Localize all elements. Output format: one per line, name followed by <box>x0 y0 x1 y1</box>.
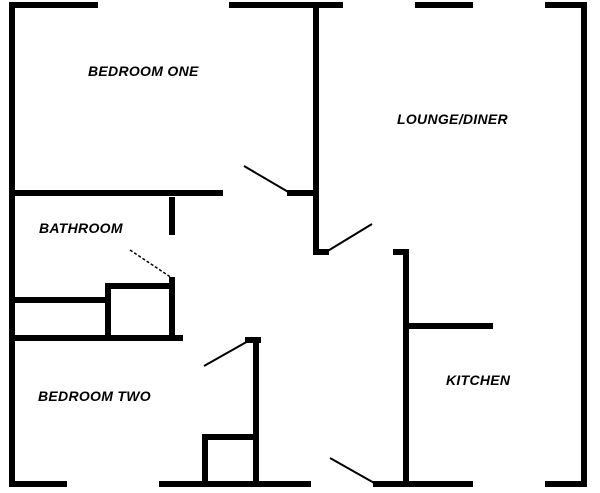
room-label-lounge-diner: LOUNGE/DINER <box>397 111 509 127</box>
bedroom-one-door <box>243 165 291 194</box>
bedroom-two-wardrobe <box>202 434 259 487</box>
lounge-door <box>325 223 373 253</box>
interior-walls <box>9 2 493 487</box>
room-label-bedroom-two: BEDROOM TWO <box>38 388 151 404</box>
kitchen-door <box>329 457 377 485</box>
room-label-kitchen: KITCHEN <box>446 372 511 388</box>
bathroom-cupboard <box>105 283 175 341</box>
bedroom-two-door <box>203 339 251 367</box>
bathroom-door <box>129 249 173 279</box>
outer-walls <box>9 2 587 487</box>
doors <box>129 165 377 485</box>
room-labels: BEDROOM ONE LOUNGE/DINER BATHROOM KITCHE… <box>38 63 511 404</box>
room-label-bathroom: BATHROOM <box>39 220 123 236</box>
room-label-bedroom-one: BEDROOM ONE <box>88 63 199 79</box>
